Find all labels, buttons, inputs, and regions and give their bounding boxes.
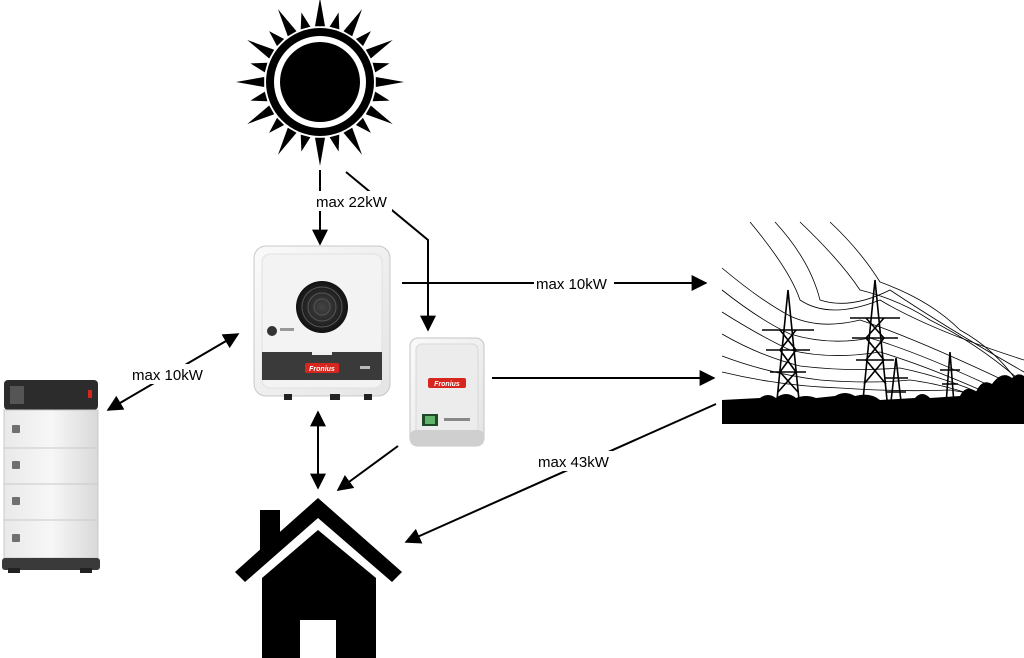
power-grid-icon: [721, 221, 1024, 424]
edge-label-text: max 43kW: [538, 454, 610, 471]
sun-ray: [315, 137, 325, 166]
edge-string-inverter-to-house: [336, 445, 399, 491]
sun-ray: [355, 31, 371, 47]
sun-ray: [315, 0, 325, 27]
sun-ray: [355, 117, 371, 133]
hybrid-inverter-icon: Fronius: [253, 245, 391, 400]
sun-ray: [278, 127, 297, 155]
sun-ray: [365, 40, 393, 59]
edge-label-sun-to-hybrid: max 22kW: [314, 191, 392, 211]
sun-ray: [278, 9, 297, 37]
edge-label-grid-to-house: max 43kW: [536, 451, 616, 471]
edge-label-hybrid-to-grid: max 10kW: [534, 273, 614, 293]
sun-ray: [269, 31, 285, 47]
sun-ray: [247, 40, 275, 59]
sun-ray: [236, 77, 265, 87]
string-inverter-icon: Fronius: [409, 337, 485, 447]
edge-grid-to-house: [404, 403, 717, 544]
sun-ray: [343, 127, 362, 155]
edge-label-text: max 10kW: [536, 276, 608, 293]
sun-ray: [372, 62, 390, 73]
svg-text:Fronius: Fronius: [309, 366, 335, 373]
sun-ray: [343, 9, 362, 37]
sun-ray: [329, 134, 340, 152]
house-icon: [235, 498, 402, 658]
sun-ray: [372, 91, 390, 102]
sun-ray: [375, 77, 404, 87]
edge-label-text: max 10kW: [132, 367, 204, 384]
battery-storage-icon: [2, 380, 100, 573]
sun-ray: [269, 117, 285, 133]
sun-ray: [329, 12, 340, 30]
sun-ray: [250, 62, 268, 73]
sun-ray: [250, 91, 268, 102]
sun-ray: [247, 105, 275, 124]
hybrid-inverter-brand-logo: Fronius: [305, 363, 339, 373]
edge-label-text: max 22kW: [316, 194, 388, 211]
sun-icon: [236, 0, 404, 166]
svg-text:Fronius: Fronius: [434, 381, 460, 388]
sun-ray: [300, 134, 311, 152]
sun-ray: [300, 12, 311, 30]
edge-label-hybrid-to-battery: max 10kW: [130, 364, 210, 384]
string-inverter-brand-logo: Fronius: [428, 378, 466, 388]
sun-ray: [365, 105, 393, 124]
